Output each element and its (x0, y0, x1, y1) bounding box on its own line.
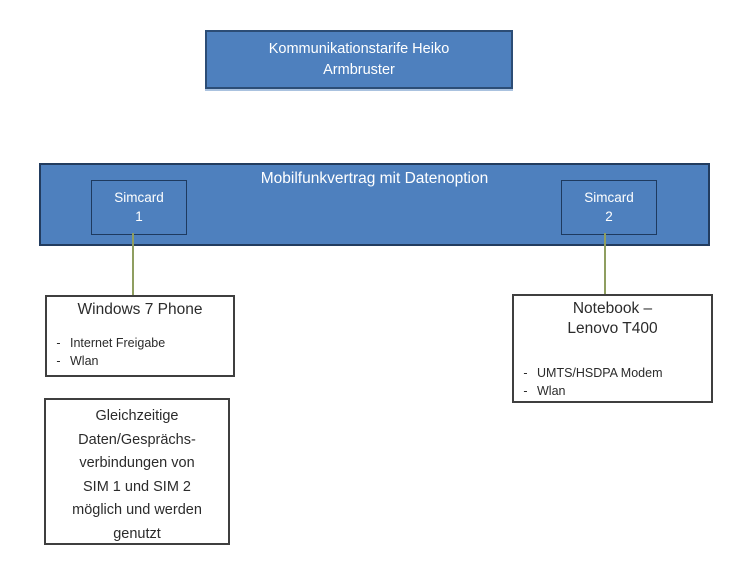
phone-box: Windows 7 Phone - Internet Freigabe - Wl… (45, 295, 235, 377)
note-line: Daten/Gesprächs- (78, 431, 196, 448)
bullet-marker: - (56, 353, 61, 368)
note-line: möglich und werden (72, 502, 202, 518)
phone-box-bullets: - Internet Freigabe - Wlan (47, 335, 233, 370)
notebook-title-line: Notebook – (572, 300, 653, 317)
note-line: SIM 1 und SIM 2 (83, 478, 191, 495)
note-box: Gleichzeitige Daten/Gesprächs- verbindun… (44, 398, 230, 545)
bullet-marker: - (523, 383, 528, 398)
contract-banner-title: Mobilfunkvertrag mit Datenoption (260, 170, 489, 187)
phone-box-title: Windows 7 Phone (77, 301, 203, 318)
simcard-1-label: Simcard (114, 190, 164, 205)
bullet-text: Wlan (537, 383, 566, 398)
connector-sim1-to-phone (132, 233, 134, 295)
note-line: Gleichzeitige (95, 408, 179, 424)
simcard-1-box: Simcard 1 (91, 180, 187, 235)
simcard-2-box: Simcard 2 (561, 180, 657, 235)
diagram-title-line: Armbruster (323, 62, 395, 78)
bullet-item: - Internet Freigabe (47, 335, 233, 353)
bullet-marker: - (56, 336, 61, 350)
bullet-item: - UMTS/HSDPA Modem (514, 365, 711, 383)
bullet-text: Wlan (70, 353, 99, 368)
bullet-text: UMTS/HSDPA Modem (537, 366, 663, 380)
bullet-marker: - (523, 366, 528, 380)
note-line: verbindungen von (79, 455, 195, 471)
notebook-box: Notebook – Lenovo T400 - UMTS/HSDPA Mode… (512, 294, 713, 403)
connector-sim2-to-notebook (604, 233, 606, 294)
bullet-text: Internet Freigabe (70, 336, 166, 350)
notebook-title-line: Lenovo T400 (567, 320, 658, 337)
diagram-title-line: Kommunikationstarife Heiko (268, 41, 450, 57)
contract-banner: Mobilfunkvertrag mit Datenoption Simcard… (39, 163, 710, 246)
diagram-title-box: Kommunikationstarife Heiko Armbruster (205, 30, 513, 89)
note-line: genutzt (113, 525, 161, 542)
bullet-item: - Wlan (47, 353, 233, 371)
simcard-2-label: Simcard (584, 190, 634, 205)
notebook-box-title: Notebook – Lenovo T400 (514, 299, 711, 339)
simcard-2-number: 2 (605, 209, 613, 224)
notebook-box-bullets: - UMTS/HSDPA Modem - Wlan (514, 365, 711, 400)
simcard-1-number: 1 (135, 209, 143, 224)
bullet-item: - Wlan (514, 383, 711, 401)
